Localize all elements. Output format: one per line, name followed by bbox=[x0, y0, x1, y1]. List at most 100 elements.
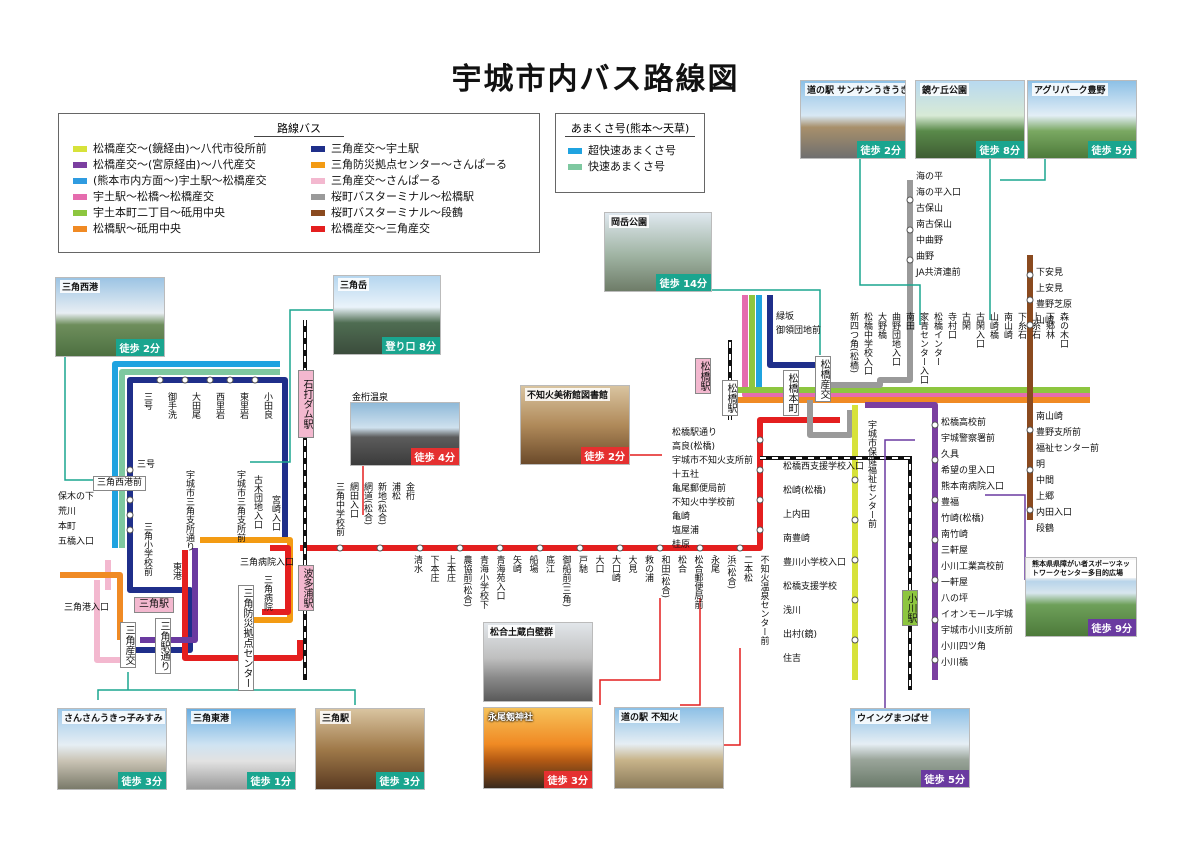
stop-label-matsubase-south: 浅川 bbox=[783, 606, 802, 616]
stop-label-ogawa: 八の坪 bbox=[941, 594, 969, 604]
stop-label-vert-north: 古閑入口 bbox=[974, 312, 984, 348]
stop-label-matsubase-north: 緑坂 bbox=[776, 312, 795, 322]
route-color-swatch bbox=[568, 148, 582, 154]
stop-label-brown: 中間 bbox=[1036, 476, 1055, 486]
amakusa-legend: あまくさ号(熊本～天草) 超快速あまくさ号快速あまくさ号 bbox=[555, 113, 705, 193]
stop-label-south: 御船前(三角) bbox=[560, 555, 571, 608]
stop-label-shiranui: 亀尾郵便局前 bbox=[672, 484, 727, 494]
photo-caption: 永尾剱神社 bbox=[488, 713, 534, 723]
stop-label-misumi-byoin-iriguchi: 三角病院入口 bbox=[240, 558, 295, 568]
stop-label-matsubase-south: 住吉 bbox=[783, 654, 802, 664]
amakusa-legend-title: あまくさ号(熊本～天草) bbox=[565, 120, 695, 137]
stop-label-north: 海の平 bbox=[916, 172, 944, 182]
photo-wing-matsubase: ウイングまつばせ 徒歩 5分 bbox=[850, 708, 970, 788]
stop-label-matsubase-south: 松崎(松橋) bbox=[783, 486, 827, 496]
station-matsubase-sanko: 松橋産交 bbox=[815, 356, 831, 402]
walk-badge: 徒歩 14分 bbox=[655, 274, 711, 291]
legend-row: 松橋産交～(宮原経由)～八代産交 bbox=[73, 157, 311, 173]
stop-label-south: 船場 bbox=[527, 555, 538, 573]
route-line-red bbox=[300, 417, 840, 551]
photo-caption: 道の駅 不知火 bbox=[619, 710, 681, 723]
station-ogawa-eki: 小川駅 bbox=[902, 590, 918, 626]
stop-label-vert-north: 下郷林 bbox=[1044, 312, 1054, 339]
route-label: 松橋産交～(宮原経由)～八代産交 bbox=[93, 158, 256, 171]
walk-badge: 徒歩 3分 bbox=[543, 771, 592, 788]
stop-label-vert-north: 古閑 bbox=[960, 312, 970, 330]
stop-label-west: 東里岩 bbox=[238, 392, 248, 419]
stop-label-misumi-byoin: 三角病院 bbox=[262, 575, 272, 611]
route-label: 桜町バスターミナル～段鶴 bbox=[330, 206, 463, 219]
stop-dots bbox=[126, 196, 1034, 664]
legend-row: 桜町バスターミナル～松橋駅 bbox=[310, 189, 539, 205]
stop-label-brown: 明 bbox=[1036, 460, 1046, 470]
legend-row: 松橋産交～(鏡経由)～八代市役所前 bbox=[73, 141, 311, 157]
stop-label-north: 南古保山 bbox=[916, 220, 953, 230]
stop-label-south: 青海小学校下 bbox=[478, 555, 488, 609]
stop-label-north: 中曲野 bbox=[916, 236, 944, 246]
stop-label-shiranui: 不知火中学校前 bbox=[672, 498, 736, 508]
stop-label-south: 底江 bbox=[544, 555, 554, 573]
stop-label-brown: 山崎 bbox=[1036, 316, 1055, 326]
station-misumi-nishiko-mae: 三角西港前 bbox=[93, 476, 147, 491]
stop-label-north: JA共済連前 bbox=[916, 268, 961, 278]
stop-label-ogawa: 希望の里入口 bbox=[941, 466, 996, 476]
stop-label-kanetaki: 浦松 bbox=[390, 482, 400, 500]
legend-row: 三角産交～宇土駅 bbox=[310, 141, 539, 157]
stop-label-brown: 下安見 bbox=[1036, 268, 1064, 278]
legend-row: 松橋駅～砥用中央 bbox=[73, 221, 311, 237]
stop-label-misumi-shogaku: 三角小学校前 bbox=[142, 522, 152, 576]
photo-okadake-park: 岡岳公園 徒歩 14分 bbox=[604, 212, 712, 292]
stop-label-vert-north: 寺村口 bbox=[946, 312, 956, 339]
stop-label-north: 海の平入口 bbox=[916, 188, 962, 198]
photo-michinoeki-sansan: 道の駅 サンサンうきうき 徒歩 2分 bbox=[800, 80, 906, 159]
route-label: 三角産交～さんぱーる bbox=[330, 174, 441, 187]
photo-eiraku-shrine: 永尾剱神社 徒歩 3分 bbox=[483, 707, 593, 789]
stop-label-south: 矢崎 bbox=[511, 555, 521, 573]
station-misumi-eki-dori: 三角駅通り bbox=[155, 618, 171, 674]
stop-label-shiranui: 桂原 bbox=[672, 540, 691, 550]
stop-label-vert-north: 曲野団地入口 bbox=[890, 312, 900, 366]
stop-label-vert-north: 新四つ角(松橋) bbox=[848, 312, 858, 374]
route-label: 宇土本町二丁目～砥用中央 bbox=[93, 206, 225, 219]
photo-michinoeki-shiranui: 道の駅 不知火 bbox=[614, 707, 724, 789]
walk-badge: 登り口 8分 bbox=[381, 337, 440, 354]
route-color-swatch bbox=[310, 146, 325, 152]
walk-badge: 徒歩 2分 bbox=[856, 141, 905, 158]
route-label: (熊本市内方面～)宇土駅～松橋産交 bbox=[93, 174, 267, 187]
stop-label-kodaiji: 古木団地入口 bbox=[252, 475, 262, 529]
stop-label-ogawa: 小川四ツ角 bbox=[941, 642, 987, 652]
stop-label-brown: 段鶴 bbox=[1036, 524, 1055, 534]
stop-label-south: 永尾 bbox=[709, 555, 719, 573]
stop-label-south: 不知火温泉センター前 bbox=[758, 555, 769, 645]
photo-caption: 道の駅 サンサンうきうき bbox=[805, 83, 905, 96]
station-hadaura: 波多浦駅 bbox=[298, 565, 314, 611]
photo-caption: 不知火美術館図書館 bbox=[525, 388, 611, 401]
stop-label-matsubase-south: 上内田 bbox=[783, 510, 811, 520]
stop-label-brown: 福祉センター前 bbox=[1036, 444, 1100, 454]
stop-label-ogawa: 小川橋 bbox=[941, 658, 969, 668]
stop-label-vert-north: 南山崎 bbox=[1002, 312, 1012, 339]
stop-label-west: 西里岩 bbox=[214, 392, 224, 419]
stop-label-south: 大見 bbox=[626, 555, 637, 573]
walk-badge: 徒歩 8分 bbox=[975, 141, 1024, 158]
photo-matsuai-storehouses: 松合土蔵白壁群 bbox=[483, 622, 593, 702]
stop-label-west-left: 五橋入口 bbox=[58, 537, 95, 547]
stop-label-matsubase-north: 御領団地前 bbox=[776, 326, 822, 336]
stop-label-ogawa: 竹崎(松橋) bbox=[941, 514, 985, 524]
legend-row: 三角防災拠点センター～さんぱーる bbox=[310, 157, 539, 173]
amakusa-legend-row: 快速あまくさ号 bbox=[568, 159, 704, 175]
stop-label-ogawa: 三軒屋 bbox=[941, 546, 969, 556]
route-color-swatch bbox=[73, 178, 87, 184]
walk-badge: 徒歩 3分 bbox=[375, 772, 424, 789]
stop-label-vert-north: 山崎橋 bbox=[988, 312, 998, 339]
stop-label-west: 三号 bbox=[142, 392, 152, 410]
stop-label-south: 清水 bbox=[412, 555, 422, 573]
photo-kumamoto-network-center: 熊本県県障がい者スポーツネットワークセンター多目的広場 徒歩 9分 bbox=[1025, 557, 1137, 637]
stop-label-matsubase-south: 豊川小学校入口 bbox=[783, 558, 847, 568]
station-misumi-bousai: 三角防災拠点センター bbox=[238, 585, 254, 691]
stop-label-south: 松合 bbox=[676, 555, 686, 573]
walk-badge: 徒歩 1分 bbox=[246, 772, 295, 789]
stop-label-shiranui: 亀崎 bbox=[672, 512, 691, 522]
route-label: 三角防災拠点センター～さんぱーる bbox=[330, 158, 507, 171]
stop-label-higashiko: 東港 bbox=[171, 562, 181, 580]
